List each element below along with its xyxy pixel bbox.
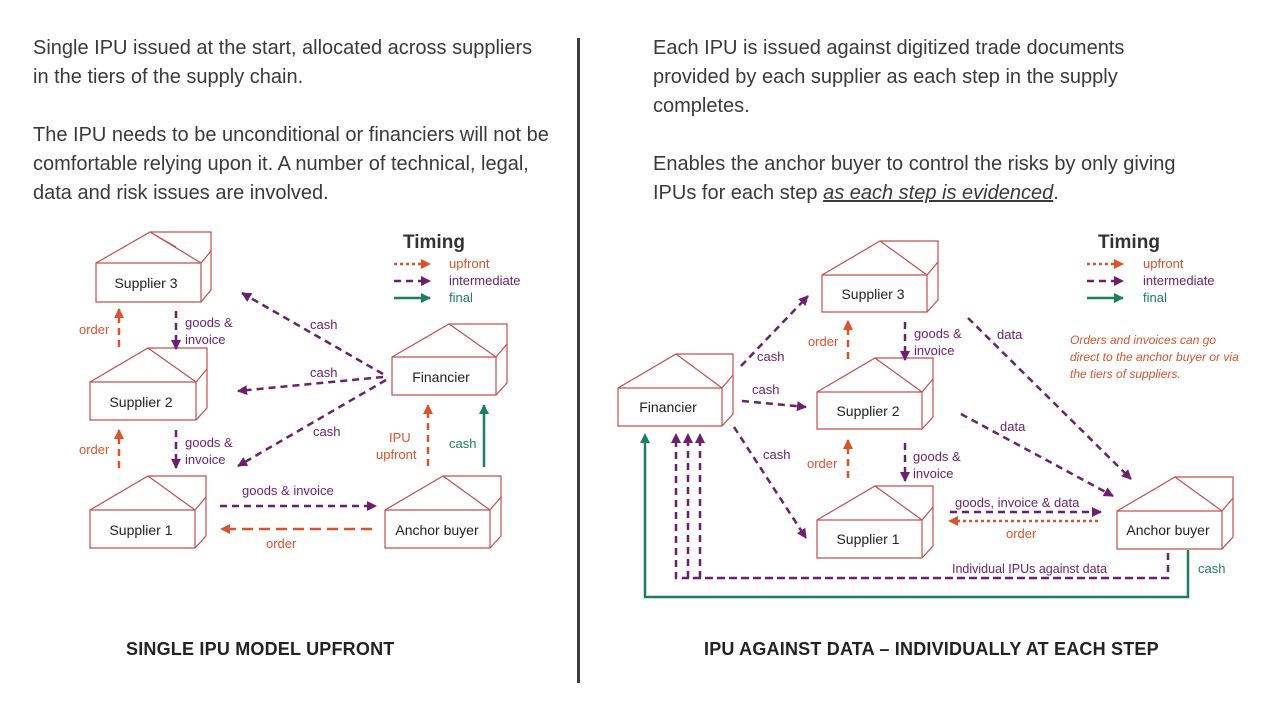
right-diagram: Supplier 3 Supplier 2 Supplier 1 Financi… [617, 232, 1239, 599]
right-intro-paragraph: Each IPU is issued against digitized tra… [653, 37, 1125, 117]
right-individual-ipus-path [674, 437, 1170, 580]
right-goods-label-upper-a: goods & [914, 326, 962, 341]
left-goods-label-upper-b: invoice [185, 332, 225, 347]
left-intro-paragraph: Single IPU issued at the start, allocate… [33, 37, 533, 88]
center-divider [577, 38, 580, 683]
left-goods-invoice-label: goods & invoice [242, 483, 334, 498]
right-anchor-label: Anchor buyer [1126, 522, 1210, 538]
right-caption: IPU AGAINST DATA – INDIVIDUALLY AT EACH … [704, 639, 1159, 659]
right-anchor-box [1116, 476, 1234, 550]
left-timing-title: Timing [403, 232, 465, 253]
right-data-label-2: data [1000, 419, 1026, 434]
right-cash-arrow-to-s3 [740, 295, 809, 367]
right-supplier1-box [816, 485, 934, 559]
right-goods-label-lower-a: goods & [913, 449, 961, 464]
left-legend-final-label: final [449, 290, 473, 305]
left-goods-label-lower-b: invoice [185, 452, 225, 467]
right-detail-end: . [1053, 182, 1059, 204]
right-supplier3-label: Supplier 3 [841, 286, 904, 302]
left-detail-paragraph: The IPU needs to be unconditional or fin… [33, 124, 549, 204]
right-cash-label-3: cash [763, 447, 790, 462]
left-anchor-label: Anchor buyer [395, 522, 479, 538]
right-timing-legend: Timing upfront intermediate final [1087, 232, 1215, 305]
right-supplier2-box [816, 357, 934, 430]
left-anchor-box [384, 475, 502, 549]
right-order-label-lower: order [807, 456, 838, 471]
right-cash-arrow-to-s2 [741, 399, 807, 412]
right-supplier2-label: Supplier 2 [836, 403, 899, 419]
left-order-bottom-label: order [266, 536, 297, 551]
right-timing-title: Timing [1098, 232, 1160, 253]
right-legend-upfront-label: upfront [1143, 256, 1184, 271]
right-supplier1-label: Supplier 1 [836, 531, 899, 547]
left-financier-label: Financier [412, 369, 470, 385]
left-order-label-upper: order [79, 322, 110, 337]
left-order-label-lower: order [79, 442, 110, 457]
left-goods-label-upper-a: goods & [185, 315, 233, 330]
right-detail-emphasis: as each step is evidenced [823, 182, 1054, 204]
right-note-line-2: direct to the anchor buyer or via [1070, 350, 1239, 364]
left-financier-box [391, 323, 508, 396]
right-detail-text: Enables the anchor buyer to control the … [653, 153, 1176, 204]
left-cash-arrow-to-s1 [237, 378, 387, 468]
right-note-line-1: Orders and invoices can go [1070, 333, 1216, 347]
left-cash-label-2: cash [310, 365, 337, 380]
left-ipu-label-a: IPU [389, 430, 411, 445]
left-legend-upfront-label: upfront [449, 256, 490, 271]
left-supplier2-box [89, 347, 208, 421]
left-supplier1-label: Supplier 1 [109, 522, 172, 538]
left-cash-label-1: cash [310, 317, 337, 332]
right-data-arrow-s3-anchor [967, 317, 1132, 480]
right-individual-ipus-label: Individual IPUs against data [952, 562, 1107, 576]
left-legend-intermediate-label: intermediate [449, 273, 521, 288]
left-ipu-label-b: upfront [376, 447, 417, 462]
right-order-label-upper: order [808, 334, 839, 349]
left-timing-legend: Timing upfront intermediate final [394, 232, 521, 305]
right-legend-final-label: final [1143, 290, 1167, 305]
left-cash-arrow-to-s3 [241, 291, 384, 376]
right-cash-final-label: cash [1198, 561, 1225, 576]
right-data-arrow-s2-anchor [960, 412, 1114, 498]
right-cash-label-2: cash [752, 382, 779, 397]
right-ipu-arrowheads [671, 433, 705, 443]
right-supplier3-box [821, 240, 939, 313]
left-diagram: Supplier 3 Supplier 2 Supplier 1 Financi… [79, 231, 521, 551]
right-cash-arrow-to-s1 [732, 426, 808, 539]
right-legend-intermediate-label: intermediate [1143, 273, 1215, 288]
right-data-label-1: data [997, 327, 1023, 342]
right-order-bottom-label: order [1006, 526, 1037, 541]
right-goods-invoice-data-label: goods, invoice & data [955, 495, 1080, 510]
right-note-line-3: the tiers of suppliers. [1070, 367, 1181, 381]
left-supplier3-label: Supplier 3 [114, 275, 177, 291]
left-cash-final-label: cash [449, 436, 476, 451]
left-supplier3-box [95, 231, 212, 303]
right-detail-paragraph: Enables the anchor buyer to control the … [653, 150, 1213, 208]
right-goods-label-lower-b: invoice [913, 466, 953, 481]
right-financier-label: Financier [639, 399, 697, 415]
right-cash-label-1: cash [757, 349, 784, 364]
right-financier-box [617, 353, 734, 427]
right-cash-final-path [643, 437, 1190, 599]
left-caption: SINGLE IPU MODEL UPFRONT [126, 639, 395, 659]
left-supplier1-box [89, 475, 207, 549]
left-goods-label-lower-a: goods & [185, 435, 233, 450]
left-cash-label-3: cash [313, 424, 340, 439]
left-supplier2-label: Supplier 2 [109, 394, 172, 410]
right-goods-label-upper-b: invoice [914, 343, 954, 358]
right-cash-final-arrowhead [640, 433, 650, 443]
left-cash-arrow-to-s2 [237, 375, 384, 396]
